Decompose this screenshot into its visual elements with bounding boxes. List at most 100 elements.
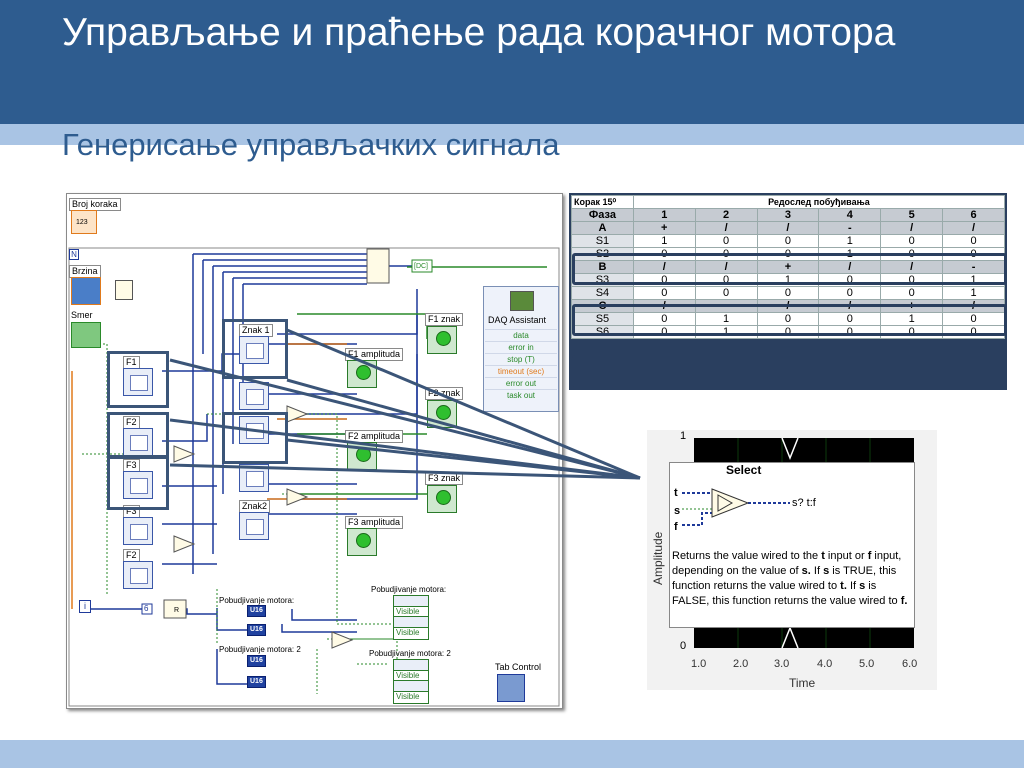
f2-label-a: F2 [123,416,140,429]
select-input-f: f [674,521,678,533]
constant-6 [141,603,153,615]
table-phase-row: A+//-// [571,221,1005,235]
diagram-wires [68,247,560,707]
znak1-subvi[interactable] [239,336,269,364]
graph-x-tick-4: 4.0 [817,658,833,670]
table-cell: - [942,260,1005,274]
f3-subvi-b[interactable] [123,517,153,545]
visible-property-4[interactable]: Visible [393,680,429,704]
table-cell: 0 [942,234,1005,248]
table-cell: - [818,221,882,235]
f3-subvi-a[interactable] [123,471,153,499]
table-cell: / [942,221,1005,235]
tab-control-terminal[interactable] [497,674,525,702]
f1-znak-label: F1 znak [425,313,464,326]
select-output-label: s? t:f [792,497,816,509]
dc-convert-node [411,259,433,273]
daq-terminal-task-out[interactable]: task out [485,389,557,402]
u16-indicator-1: U16 [247,605,266,617]
slide-footer-bar [0,740,1024,768]
daq-terminal-error-out[interactable]: error out [485,377,557,390]
pobudjivanje1-label: Pobudjivanje motora: [219,596,295,605]
table-cell: 1 [632,234,696,248]
daq-terminal-timeout[interactable]: timeout (sec) [485,365,557,378]
table-cell: + [756,260,820,274]
u16-indicator-3: U16 [247,655,266,667]
f1-znak-indicator [427,326,457,354]
table-header-cell: 6 [942,208,1005,222]
brzina-control[interactable] [71,277,101,305]
daq-assistant-icon [510,291,534,311]
pobudjivanje1-prop-label: Pobudjivanje motora: [371,585,447,594]
select-input-s: s [674,505,681,517]
table-phase-row: B//+//- [571,260,1005,274]
broj-koraka-control[interactable]: 123 [71,210,97,234]
table-cell: 0 [694,286,758,300]
highlight-box-f1 [107,351,169,408]
graph-x-tick-1: 1.0 [691,658,707,670]
graph-x-tick-2: 2.0 [733,658,749,670]
u16-indicator-4: U16 [247,676,266,688]
quotient-remainder-label: R [174,607,180,614]
table-header-cell: 5 [880,208,944,222]
graph-x-tick-6: 6.0 [902,658,918,670]
table-cell: 0 [632,286,696,300]
znak2-subvi[interactable] [239,512,269,540]
table-cell: + [632,221,696,235]
daq-terminal-error-in[interactable]: error in [485,341,557,354]
table-header-cell: Фаза [571,208,634,222]
constant-6-label: 6 [144,604,149,613]
graph-y-tick-1: 1 [680,430,687,442]
daq-terminal-data[interactable]: data [485,329,557,342]
pobudjivanje2-label: Pobudjivanje motora: 2 [219,645,301,654]
daq-terminal-stop[interactable]: stop (T) [485,353,557,366]
table-row-highlight-s3-s4 [572,304,1007,336]
table-header-cell: 1 [632,208,696,222]
select-help-panel: Amplitude 1 0 1.0 2.0 3.0 4.0 5.0 6.0 Ti… [647,430,937,690]
graph-x-tick-5: 5.0 [859,658,875,670]
f3-amplituda-indicator [347,528,377,556]
n-count-terminal: N [69,249,79,260]
table-cell: 0 [880,234,944,248]
slide-header-bar [0,0,1024,124]
f2-subvi-b[interactable] [123,561,153,589]
table-cell: S5 [571,312,634,326]
table-row-highlight-s1-s2 [572,253,1007,285]
select-function-3 [286,488,309,506]
table-cell: 1 [818,234,882,248]
table-cell: / [880,260,944,274]
graph-y-label: Amplitude [651,531,665,585]
table-cell: 0 [880,286,944,300]
select-function-4 [173,535,196,553]
select-input-t: t [674,487,678,499]
visible-property-2[interactable]: Visible [393,616,429,640]
table-cell: / [756,221,820,235]
f3-znak-indicator [427,485,457,513]
brzina-label: Brzina [69,265,101,278]
table-cell: 0 [632,312,696,326]
table-cell: B [571,260,634,274]
highlight-box-znak1 [222,319,288,379]
select-function-2 [173,445,196,463]
daq-assistant-node[interactable]: DAQ Assistant data error in stop (T) tim… [483,286,559,412]
build-array-node [366,248,390,284]
highlight-box-f3 [107,456,169,510]
highlight-box-znak-3 [222,412,288,464]
table-cell: 0 [756,286,820,300]
dc-label: [DC] [414,263,428,270]
table-header-cell: 2 [694,208,758,222]
table-cell: / [818,260,882,274]
f2-subvi-a[interactable] [123,428,153,456]
select-diagram-icon [682,488,790,526]
table-cell: / [694,221,758,235]
table-cell: / [694,260,758,274]
table-cell: 0 [756,234,820,248]
table-caption-title: Редослед побуђивања [632,195,1006,209]
f1-subvi[interactable] [123,368,153,396]
smer-control[interactable] [71,322,101,348]
